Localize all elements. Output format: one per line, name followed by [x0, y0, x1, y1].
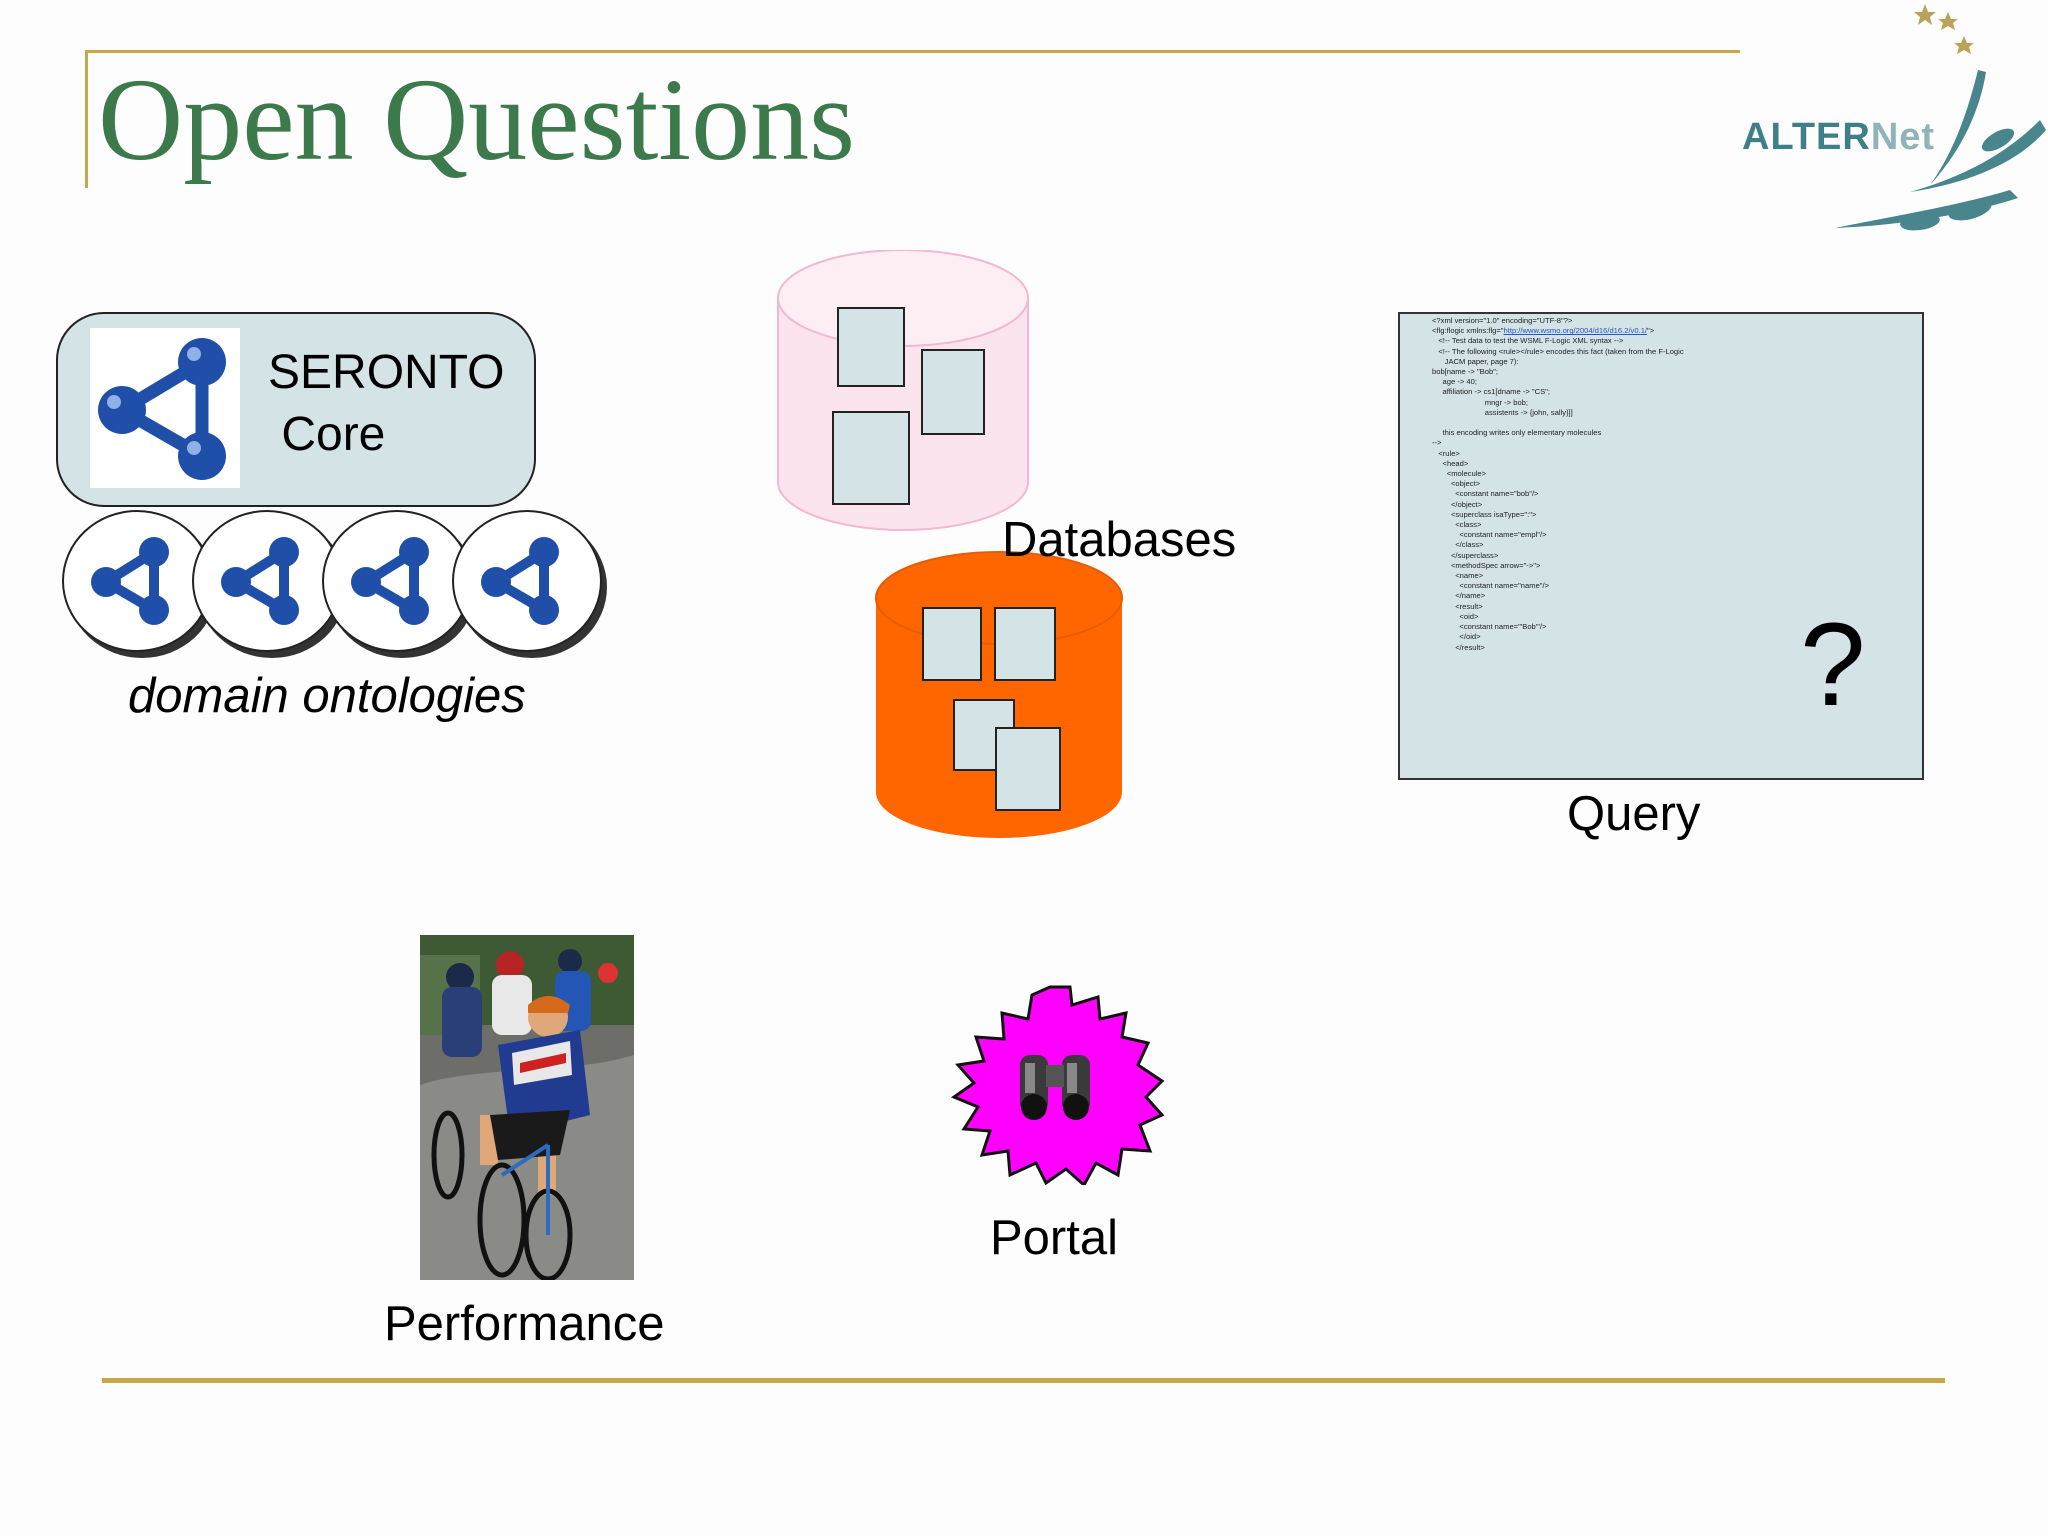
title-frame-top	[85, 50, 1740, 53]
query-code: <?xml version="1.0" encoding="UTF-8"?> <…	[1432, 316, 1684, 652]
domain-ontology-2	[192, 510, 342, 652]
portal-label: Portal	[990, 1211, 1119, 1265]
bottom-rule	[102, 1378, 1945, 1383]
seronto-core-icon	[90, 328, 240, 488]
domain-ontology-4	[452, 510, 602, 652]
ontology-icon	[221, 537, 299, 625]
database-orange	[875, 551, 1123, 838]
seronto-core-label: SERONTO Core	[268, 346, 505, 461]
domain-ontology-3	[322, 510, 472, 652]
logo-text: ALTERNet	[1742, 116, 1936, 158]
alternet-logo	[1835, 4, 2046, 231]
portal-icon	[950, 985, 1165, 1185]
title-frame-left	[85, 50, 88, 188]
domain-ontology-1	[62, 510, 212, 652]
query-code-panel: <?xml version="1.0" encoding="UTF-8"?> <…	[1398, 312, 1924, 780]
databases-label: Databases	[1002, 513, 1237, 567]
databases-illustration	[777, 250, 1123, 838]
question-mark: ?	[1800, 599, 1866, 731]
ontology-icon	[351, 537, 429, 625]
query-label: Query	[1567, 787, 1701, 841]
domain-ontologies-label: domain ontologies	[128, 669, 526, 723]
cyclists-photo	[420, 935, 634, 1280]
database-pink	[777, 250, 1029, 531]
performance-label: Performance	[384, 1297, 665, 1351]
ontology-icon	[91, 537, 169, 625]
query-code-link[interactable]: http://www.wsmo.org/2004/d16/d16.2/v0.1/	[1503, 326, 1648, 336]
page-title: Open Questions	[98, 54, 856, 185]
ontology-icon	[481, 537, 559, 625]
